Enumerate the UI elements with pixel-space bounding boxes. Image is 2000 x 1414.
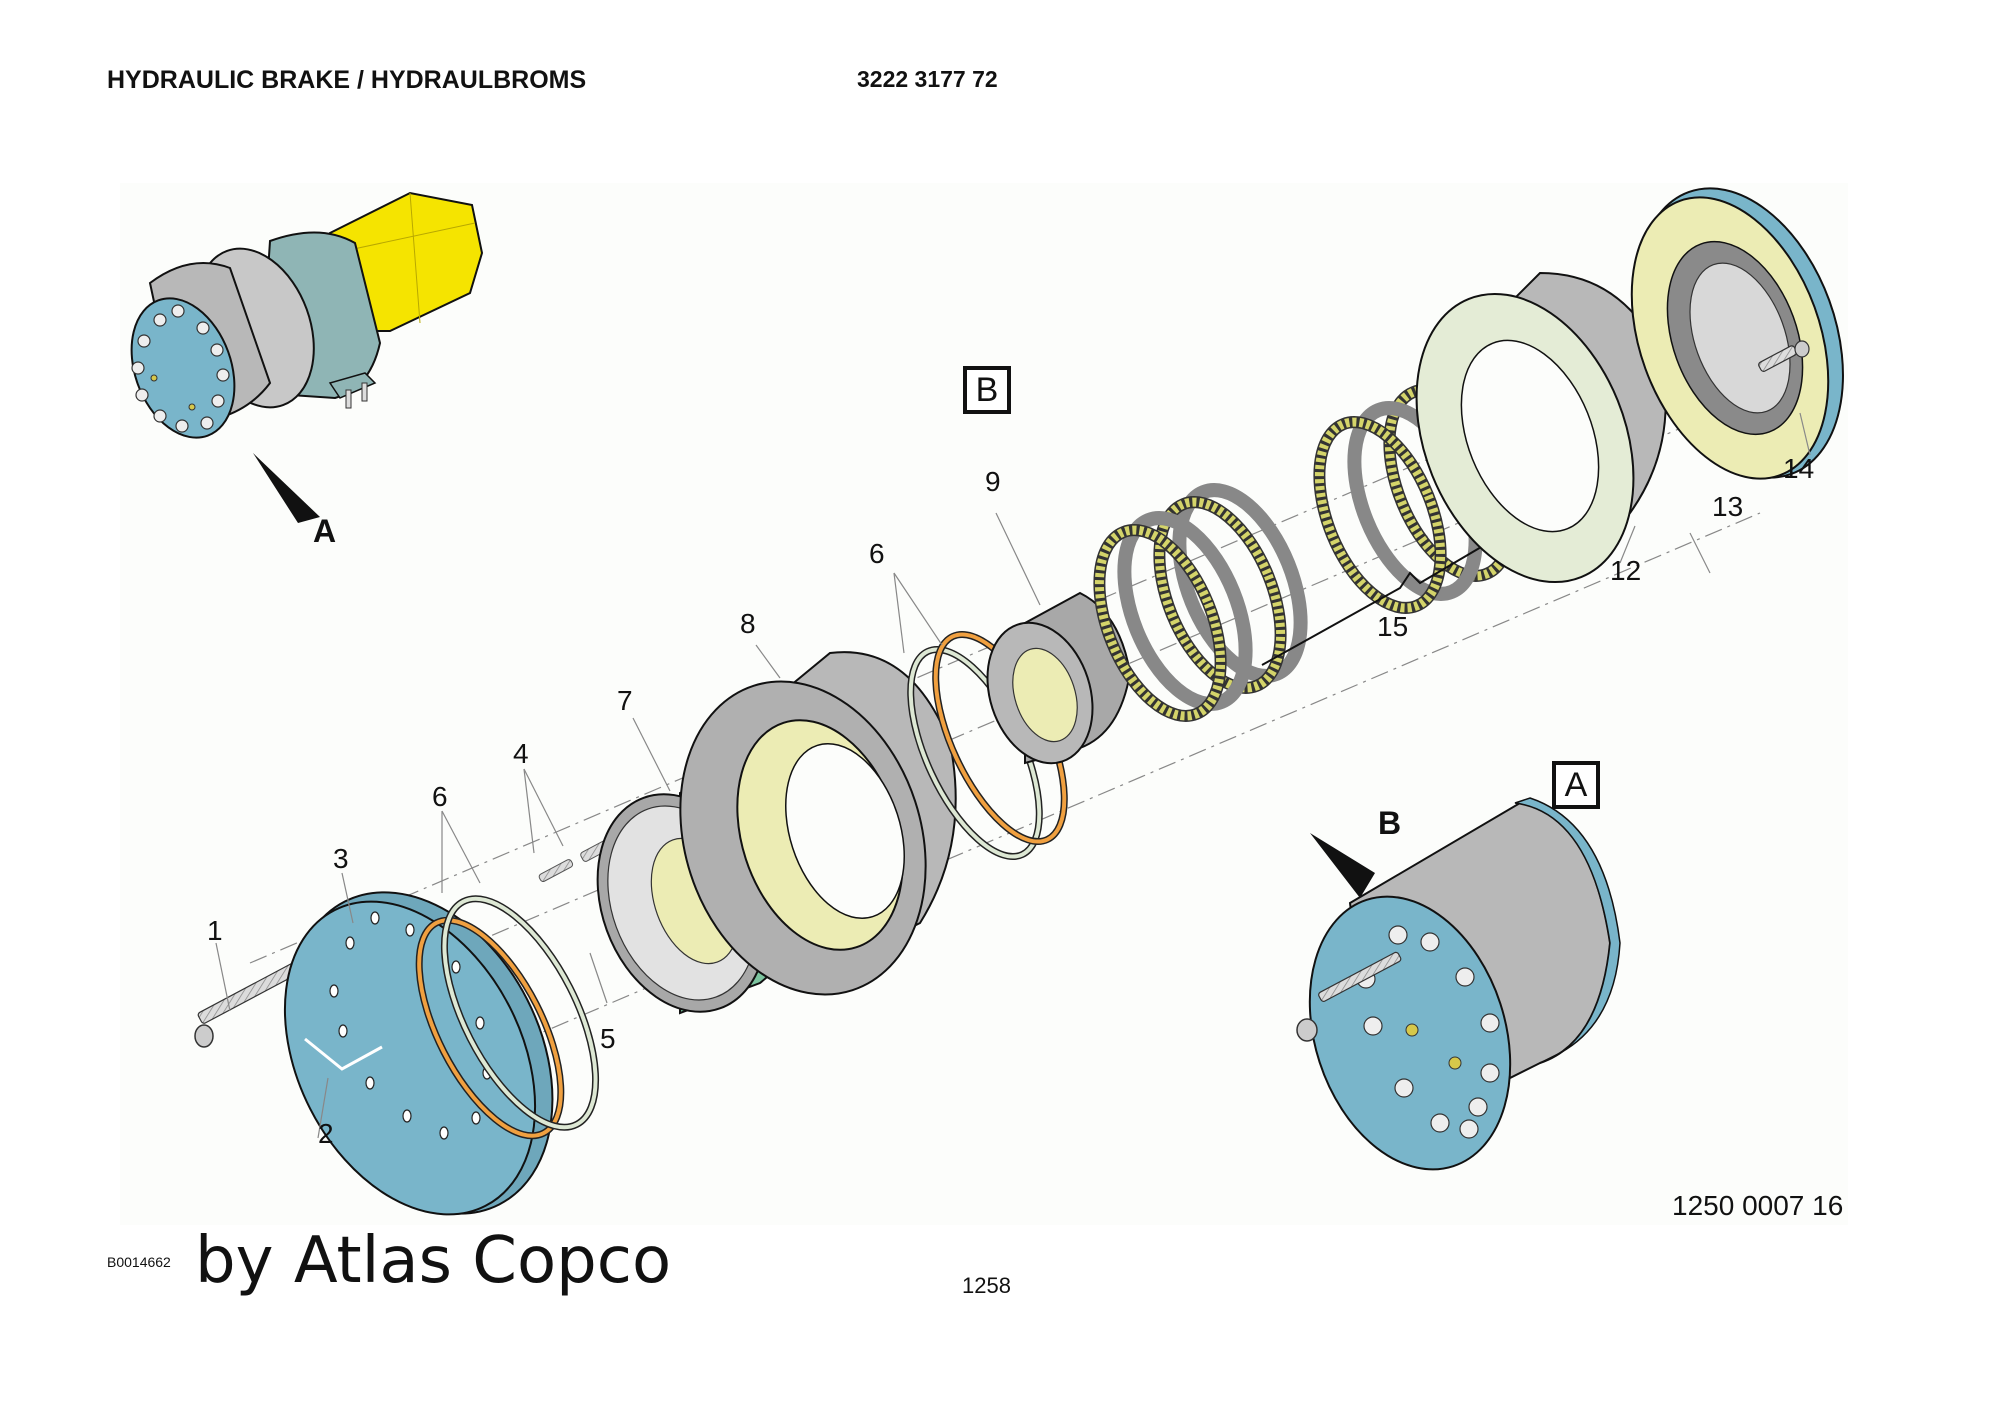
callout-2: 2	[318, 1118, 334, 1149]
callout-5: 5	[600, 1023, 616, 1054]
view-arrow-b-label: B	[1378, 805, 1402, 841]
callout-7: 7	[617, 685, 633, 716]
view-a-assembled-icon	[1296, 797, 1621, 1171]
view-b-label: B	[963, 366, 1011, 414]
view-arrow-b-icon	[1310, 833, 1375, 898]
part-number: 3222 3177 72	[857, 66, 998, 92]
view-arrow-a-icon	[253, 453, 320, 523]
document-title: HYDRAULIC BRAKE / HYDRAULBROMS	[107, 66, 587, 94]
part-15-bracket	[1261, 542, 1489, 666]
end-cover-icon	[130, 297, 236, 439]
callout-9: 9	[985, 466, 1001, 497]
part-3-end-cover-icon	[283, 891, 554, 1216]
view-a-label: A	[1552, 761, 1600, 809]
callout-13: 13	[1712, 491, 1744, 522]
image-id: B0014662	[107, 1254, 171, 1270]
exploded-view-drawing: 1 2 3 4 5 6 6 7 8 9 12 13 14 15 B A A B	[120, 183, 1848, 1225]
callout-12: 12	[1610, 555, 1642, 586]
callout-1: 1	[207, 915, 223, 946]
part-13-flange-icon	[1630, 187, 1844, 480]
drawing-canvas	[130, 187, 1844, 1216]
page-number: 1258	[962, 1273, 1011, 1298]
view-arrow-a-label: A	[313, 513, 337, 549]
part-15-disc-pack-icon	[1093, 384, 1517, 722]
part-8-housing-icon	[679, 651, 957, 996]
callout-8: 8	[740, 608, 756, 639]
callout-6-right: 6	[869, 538, 885, 569]
part-6-o-rings-left-icon	[415, 895, 600, 1140]
credit-text: by Atlas Copco	[195, 1224, 672, 1298]
assembled-brake-overview	[130, 191, 484, 523]
part-12-ring-housing-icon	[1415, 271, 1667, 584]
callout-14: 14	[1783, 453, 1815, 484]
callout-15: 15	[1377, 611, 1409, 642]
part-14-screw-icon	[1758, 340, 1810, 372]
callout-6-left: 6	[432, 781, 448, 812]
callout-leader-lines	[215, 412, 1811, 1139]
drawing-number: 1250 0007 16	[1672, 1190, 1844, 1221]
callout-3: 3	[333, 843, 349, 874]
callout-4: 4	[513, 738, 529, 769]
cover-bolts-icon	[131, 304, 230, 433]
